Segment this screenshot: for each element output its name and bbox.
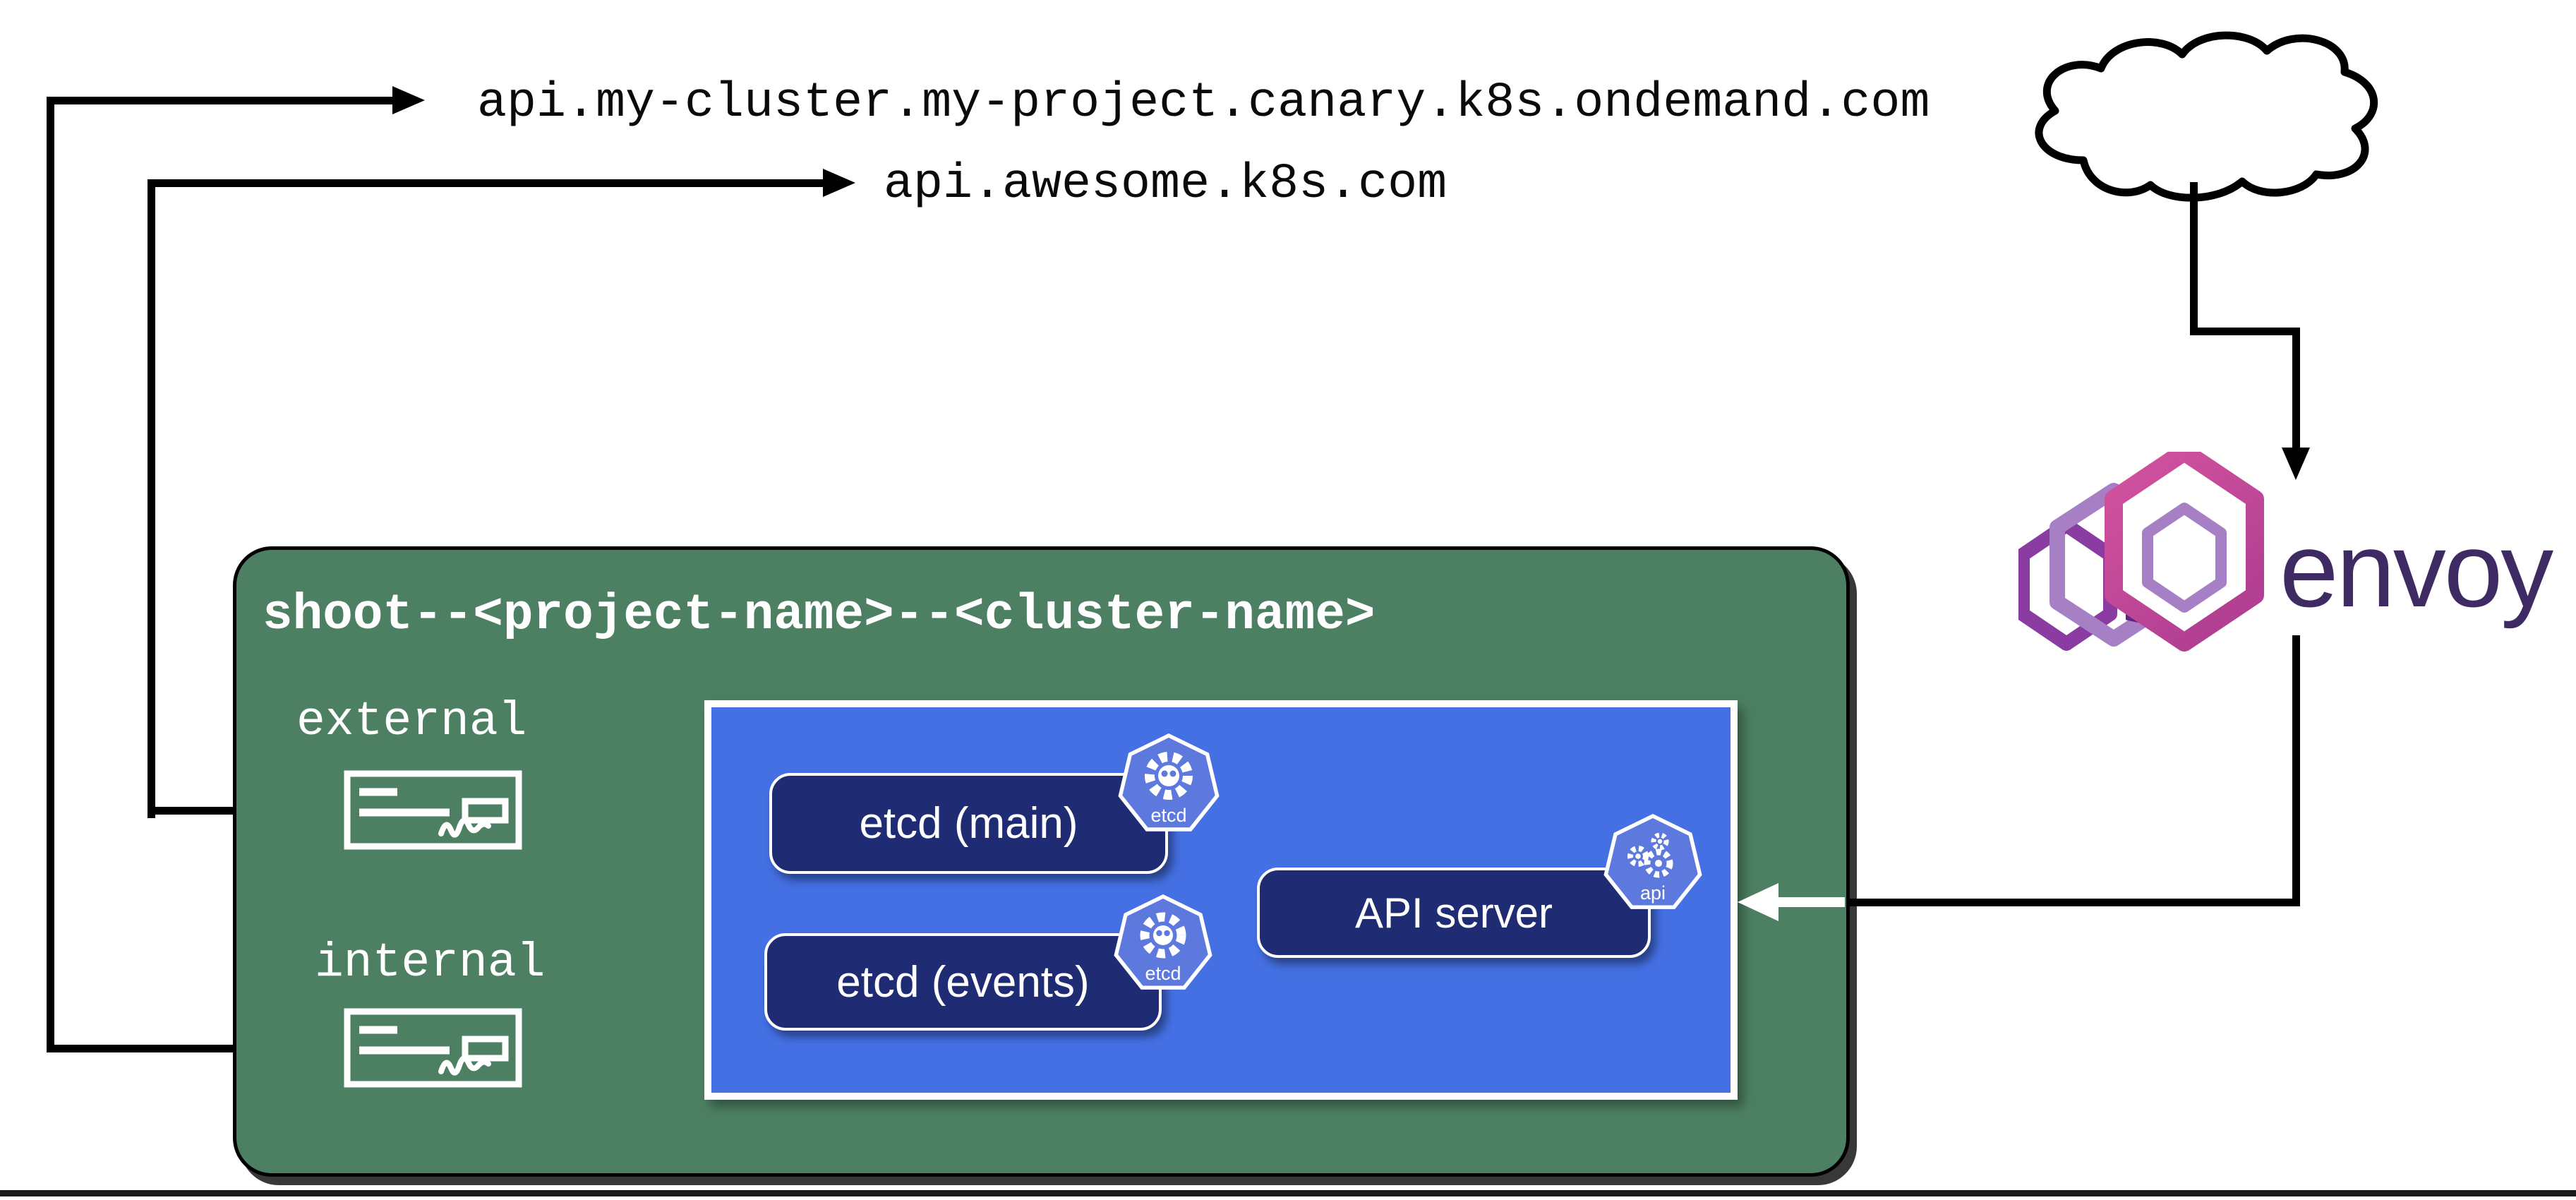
etcd-badge-label: etcd xyxy=(1145,963,1181,984)
etcd-events-box: etcd (events) xyxy=(764,933,1162,1031)
dns-name-external-domain: api.awesome.k8s.com xyxy=(884,157,1448,212)
arrowhead-to-envoy xyxy=(2282,448,2310,480)
arrow-external-bottom-line xyxy=(148,807,238,815)
arrow-internal-vertical-line xyxy=(47,97,54,1052)
kube-apiserver-heptagon-icon: api xyxy=(1603,814,1703,914)
arrow-to-api-server-line xyxy=(1778,897,1845,907)
internet-cloud-icon xyxy=(1992,6,2401,210)
shoot-namespace-title: shoot--<project-name>--<cluster-name> xyxy=(263,587,1376,644)
arrow-internal-top-line xyxy=(47,97,392,104)
arrow-internal-bottom-line xyxy=(47,1045,238,1052)
etcd-badge-label: etcd xyxy=(1150,805,1187,826)
envoy-wordmark: envoy xyxy=(2280,510,2553,629)
slide-bottom-border xyxy=(0,1190,2576,1196)
api-server-box: API server xyxy=(1257,868,1651,958)
arrow-external-vertical-line xyxy=(148,179,155,818)
etcd-heptagon-icon: etcd xyxy=(1113,894,1213,995)
internal-dns-record-icon xyxy=(344,1008,522,1088)
arrow-cloud-down-line xyxy=(2292,328,2300,448)
arrow-envoy-horizontal-line xyxy=(1843,899,2300,906)
etcd-events-label: etcd (events) xyxy=(836,957,1090,1007)
dns-name-internal-domain: api.my-cluster.my-project.canary.k8s.ond… xyxy=(477,76,1930,131)
arrowhead-to-api-server xyxy=(1738,883,1778,921)
arrow-cloud-step-line xyxy=(2190,328,2300,335)
external-dns-record-icon xyxy=(344,770,522,851)
api-server-label: API server xyxy=(1354,889,1553,937)
etcd-heptagon-icon: etcd xyxy=(1117,733,1220,836)
arrowhead-to-external-dns-name xyxy=(823,169,855,197)
etcd-main-box: etcd (main) xyxy=(769,773,1168,874)
arrowhead-to-internal-dns-name xyxy=(392,86,425,114)
arrow-envoy-down-line xyxy=(2292,635,2300,906)
envoy-hexagons-icon xyxy=(2016,443,2294,656)
external-record-label: external xyxy=(296,695,527,749)
api-badge-label: api xyxy=(1639,882,1666,904)
arrow-cloud-stem-line xyxy=(2190,182,2198,335)
etcd-main-label: etcd (main) xyxy=(859,799,1078,848)
arrow-external-top-line xyxy=(148,179,823,187)
internal-record-label: internal xyxy=(315,936,546,990)
